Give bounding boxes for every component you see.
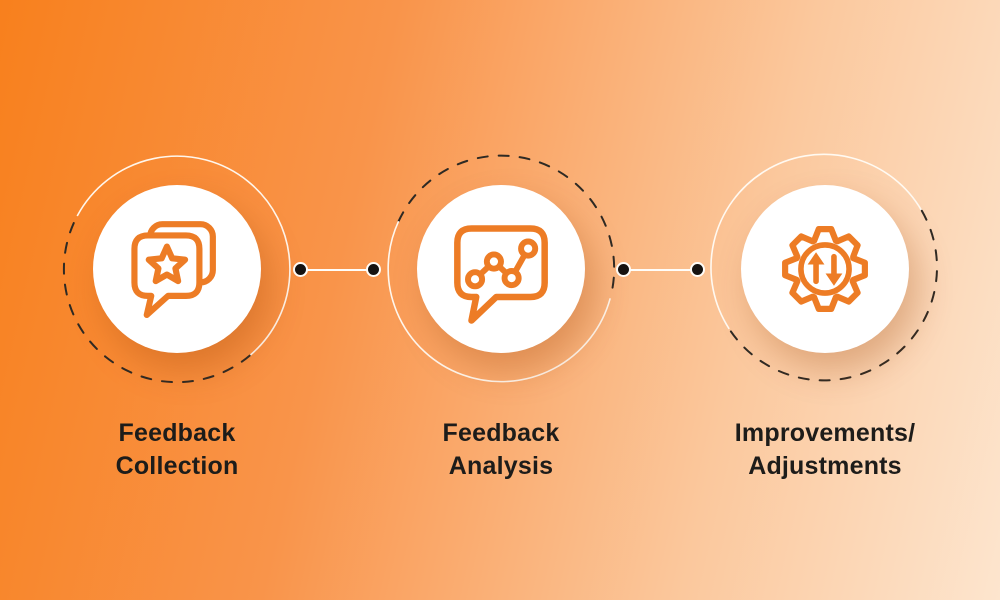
connector-dot [366, 262, 381, 277]
step-label-line: Feedback [118, 419, 236, 447]
step-ring-dashed [710, 153, 938, 382]
step-label-improvements-adjustments: Improvements/ Adjustments [665, 417, 985, 483]
chat-star-icon [131, 221, 216, 318]
step-label-line: Feedback [442, 419, 560, 447]
connector-line [627, 269, 697, 271]
step-label-line: Analysis [448, 452, 554, 480]
connector-dot [293, 262, 308, 277]
step-ring-dashed [387, 154, 616, 383]
step-label-feedback-analysis: Feedback Analysis [341, 417, 661, 483]
connector-line [303, 269, 373, 271]
chart-bubble-icon [454, 225, 548, 324]
step-label-line: Collection [115, 452, 239, 480]
step-label-line: Improvements/ [734, 419, 916, 447]
connector-dot [690, 262, 705, 277]
gear-arrows-icon [782, 226, 868, 312]
step-label-feedback-collection: Feedback Collection [17, 417, 337, 483]
step-ring-dashed [62, 155, 291, 384]
connector-dot [616, 262, 631, 277]
step-label-line: Adjustments [748, 452, 902, 480]
